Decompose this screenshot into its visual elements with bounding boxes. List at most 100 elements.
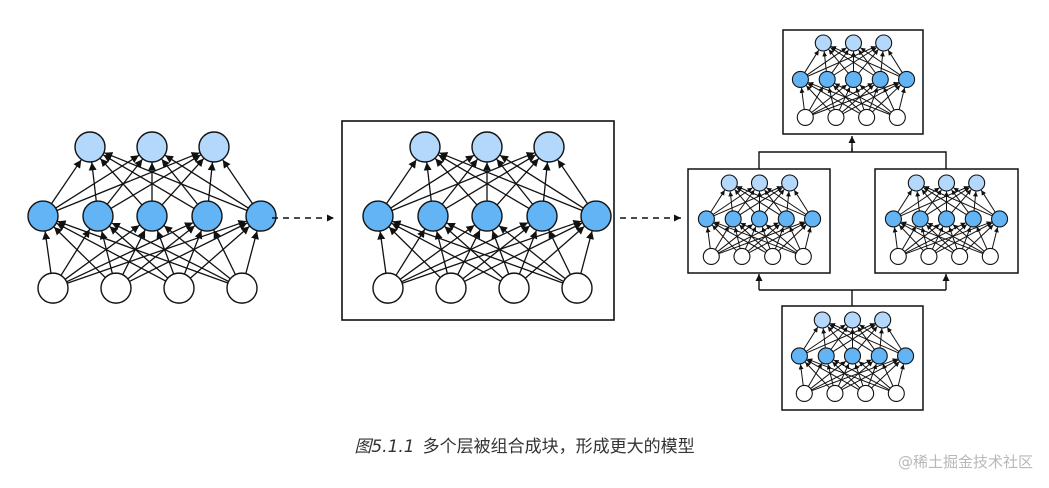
connection-edge [524,225,585,279]
hidden-node [791,70,809,88]
connection-edge [64,224,140,280]
connection-edge [799,87,805,110]
hidden-node [911,210,929,228]
hidden-node [750,210,769,228]
connection-edge [57,220,229,284]
connection-edge [60,228,91,276]
connection-edge [855,87,865,111]
connection-edge [580,230,594,274]
input-node [435,272,467,304]
input-node [827,108,845,126]
connection-edge [897,189,913,213]
connection-edge [886,326,902,350]
connection-edge [821,328,827,349]
output-node [198,131,230,163]
connection-edge [548,229,572,275]
connection-edge [161,158,199,205]
connection-edge [805,85,831,112]
connection-edge [892,227,898,249]
connection-edge [395,228,426,276]
output-node [813,311,831,329]
connection-edge [498,225,566,280]
output-node [409,131,441,163]
connection-edge [858,361,891,389]
connection-edge [828,49,849,74]
connection-edge [164,154,249,209]
connection-edge [807,83,860,114]
connection-edge [766,187,807,215]
connection-edge [951,189,969,213]
connection-edge [832,324,876,353]
input-node [858,108,876,126]
hidden-node [82,200,114,232]
connection-edge [927,222,984,254]
connection-edge [183,230,203,275]
connection-edge [388,226,441,279]
connection-edge [926,187,970,216]
connection-edge [163,225,231,280]
input-node [888,108,906,126]
hidden-node [136,200,168,232]
composite-model [687,29,1019,411]
connection-edge [774,226,785,250]
connection-edge [739,224,768,252]
connection-edge [717,223,754,252]
connection-edge [900,222,953,253]
input-node [733,247,751,266]
connection-edge [805,324,846,352]
connection-edge [557,159,589,205]
hidden-node [471,200,503,232]
hidden-node [804,210,822,228]
connection-edge [871,361,900,389]
connection-edge [867,363,878,387]
hidden-node [362,200,394,232]
connection-edge [883,86,895,111]
input-node [702,247,720,266]
connection-edge [806,47,847,76]
output-node [720,174,738,192]
connection-edge [56,222,167,282]
connection-edge [385,159,417,205]
hidden-node [724,210,742,228]
connection-edge [804,361,830,389]
connection-edge [711,224,737,252]
connection-edge [830,45,900,77]
input-node [826,384,844,403]
connection-edge [390,154,475,209]
connection-edge [872,84,901,113]
connection-edge [491,230,510,275]
connection-edge [859,84,892,113]
hidden-node [790,347,808,365]
connection-edge [789,226,801,250]
output-node [843,311,862,329]
connection-edge [222,159,254,205]
connection-edge [811,84,848,113]
connection-edge [841,84,875,113]
connection-edge [736,185,806,217]
connection-edge [748,222,806,254]
connection-edge [161,158,205,206]
connection-edge [935,222,993,254]
connection-edge [976,226,988,250]
connection-edge [804,49,820,73]
connection-edge [764,189,785,214]
connection-edge [991,227,999,249]
connection-edge [740,222,797,254]
connection-edge [761,226,771,250]
connection-edge [830,326,848,350]
connection-edge [833,47,877,76]
connection-edge [110,154,202,209]
input-node [163,272,195,304]
connection-edge [445,154,537,209]
hidden-node [27,200,59,232]
connection-edge [952,224,985,252]
hidden-node [898,70,916,88]
block-network [362,131,612,304]
input-node [764,247,782,266]
connection-edge [736,187,780,216]
connection-edge [948,226,958,250]
hidden-node [777,210,795,228]
connection-edge [808,82,891,115]
connection-edge [810,360,847,389]
connection-edge [822,51,828,72]
